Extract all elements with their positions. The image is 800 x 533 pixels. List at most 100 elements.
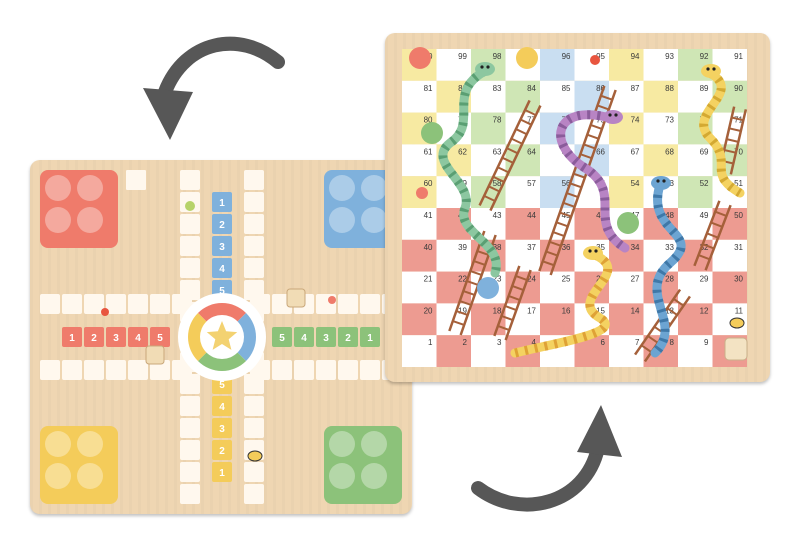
lane-number: 1 [219,468,225,479]
cell-number: 62 [458,147,467,156]
cell-number: 88 [665,84,674,93]
cell-number: 60 [424,179,433,188]
lane-number: 5 [219,286,225,297]
home-lane-cell [106,327,126,347]
ladder-icon [693,200,732,271]
track-cell [294,360,314,380]
track-cell [244,214,264,234]
cell-number: 50 [734,211,743,220]
home-lane-cell [294,327,314,347]
board-cell [402,80,437,113]
home-lane-cell [84,327,104,347]
cell-number: 69 [700,147,709,156]
cell-number: 39 [458,243,467,252]
track-cell [128,294,148,314]
board-cell [471,335,506,367]
cell-number: 54 [631,179,640,188]
board-cell [540,303,575,336]
cell-number: 67 [631,147,640,156]
track-cell [316,360,336,380]
cell-number: 61 [424,147,433,156]
red-home-base [40,170,118,248]
track-cell [180,440,200,460]
track-cell [126,170,146,190]
board-cell [540,176,575,208]
board-cell [402,303,437,336]
track-cell [150,294,170,314]
snakes-and-ladders-art: 1009998979695949392918182838485868788899… [402,47,748,367]
token-icon [329,175,355,201]
token-icon [45,463,71,489]
token-icon [329,463,355,489]
cell-number: 94 [631,52,640,61]
board-cell [436,335,471,367]
snake-icon [699,64,745,198]
cell-number: 32 [700,243,709,252]
cell-number: 14 [631,306,640,315]
home-lane-cell [62,327,82,347]
track-cell [172,294,192,314]
token-icon [329,431,355,457]
track-cell [106,360,126,380]
cell-number: 43 [493,211,502,220]
lane-number: 4 [301,333,307,344]
cell-number: 7 [635,338,640,347]
cell-number: 15 [596,306,605,315]
cell-number: 56 [562,179,571,188]
token-icon [329,207,355,233]
cell-number: 49 [700,211,709,220]
snake-icon [650,176,686,358]
track-cell [180,258,200,278]
board-cell [540,80,575,113]
cell-number: 2 [463,338,468,347]
snake-icon [510,246,613,358]
home-lane-cell [212,396,232,416]
cell-number: 78 [493,116,502,125]
board-cell [712,239,747,272]
token-icon [361,463,387,489]
token-icon [45,431,71,457]
home-lane-cell [212,462,232,482]
board-cell [643,80,678,113]
lane-number: 1 [367,333,373,344]
bee-icon [247,450,263,462]
track-cell [84,294,104,314]
board-cell [609,303,644,336]
lane-number: 1 [69,333,75,344]
yellow-token-icon [516,47,538,69]
lane-number: 4 [219,264,225,275]
lane-number: 2 [91,333,97,344]
board-cell [678,271,713,304]
board-cell [436,49,471,81]
track-cell [180,214,200,234]
lane-number: 3 [219,424,225,435]
board-cell [402,144,437,177]
track-cell [128,360,148,380]
cell-number: 20 [424,306,433,315]
track-cell [40,294,60,314]
cell-number: 57 [527,179,536,188]
cell-number: 52 [700,179,709,188]
cell-number: 87 [631,84,640,93]
track-cell [180,484,200,504]
green-token-icon [421,122,443,144]
home-lane-cell [338,327,358,347]
cell-number: 99 [458,52,467,61]
track-cell [244,236,264,256]
cell-number: 68 [665,147,674,156]
cell-number: 83 [493,84,502,93]
bird-icon [185,201,195,211]
cell-number: 17 [527,306,536,315]
cell-number: 92 [700,52,709,61]
cell-number: 64 [527,147,536,156]
track-cell [150,360,170,380]
cell-number: 34 [631,243,640,252]
ladder-icon [478,99,542,212]
board-cell [505,176,540,208]
track-cell [62,360,82,380]
track-cell [180,396,200,416]
ladder-icon [493,265,532,341]
lane-number: 5 [219,380,225,391]
